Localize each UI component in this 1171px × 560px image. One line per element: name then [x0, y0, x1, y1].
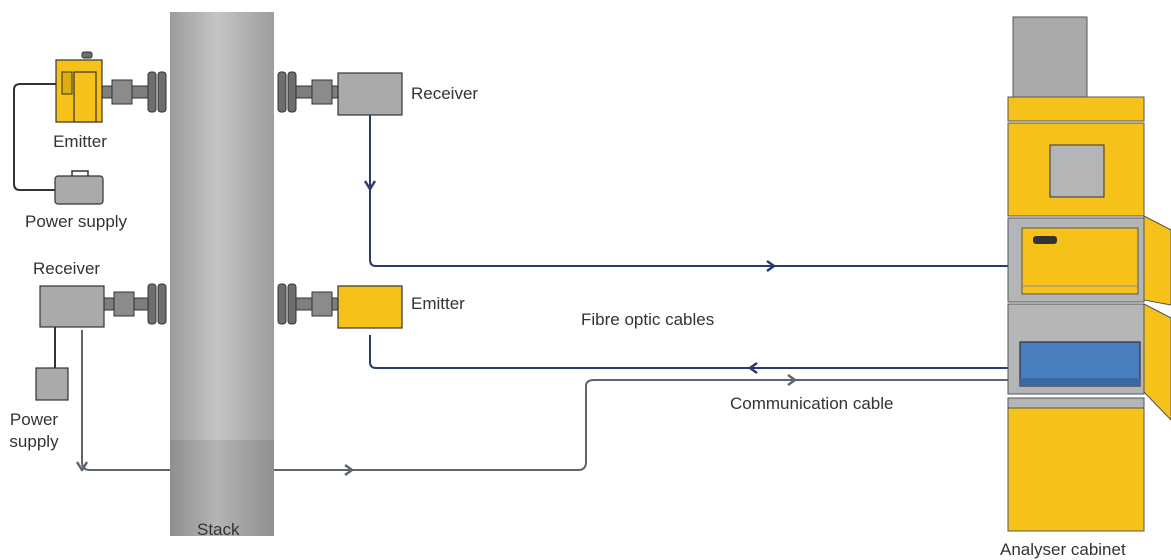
- power-supply-left-device: [35, 367, 69, 401]
- stack-base: [170, 440, 274, 536]
- emitter-top-device: [55, 51, 103, 123]
- communication-cable-label: Communication cable: [730, 394, 894, 413]
- power-supply-top-label: Power supply: [25, 212, 128, 231]
- arrow-chevron-icon: [75, 461, 89, 472]
- arrow-chevron-icon: [748, 361, 758, 375]
- arrow-chevron-icon: [344, 463, 354, 477]
- fibre-optic-cables-label: Fibre optic cables: [581, 310, 715, 329]
- analyser-cabinet-label: Analyser cabinet: [1000, 540, 1126, 559]
- arrow-chevron-icon: [766, 259, 776, 273]
- power-supply-left-label: Power supply: [9, 410, 59, 451]
- receiver-left-label: Receiver: [33, 259, 101, 278]
- flange-icon: [99, 71, 167, 113]
- analyser-cabinet: [1007, 16, 1171, 532]
- emitter-right-device: [337, 285, 403, 329]
- receiver-top-device: [337, 72, 403, 116]
- briefcase-icon: [54, 170, 104, 205]
- stack-label: Stack: [197, 520, 240, 539]
- receiver-left-device: [39, 285, 105, 328]
- arrow-chevron-icon: [787, 373, 797, 387]
- emitter-top-label: Emitter: [53, 132, 107, 151]
- fibre-cable-emitter: [369, 335, 1020, 369]
- fibre-cable-receiver: [369, 115, 1020, 267]
- stack: [170, 12, 274, 440]
- flange-icon: [277, 283, 339, 325]
- flange-icon: [103, 283, 167, 325]
- flange-icon: [277, 71, 339, 113]
- receiver-right-label: Receiver: [411, 84, 479, 103]
- emitter-right-label: Emitter: [411, 294, 465, 313]
- arrow-chevron-icon: [363, 180, 377, 191]
- power-supply-link-top: [13, 83, 60, 191]
